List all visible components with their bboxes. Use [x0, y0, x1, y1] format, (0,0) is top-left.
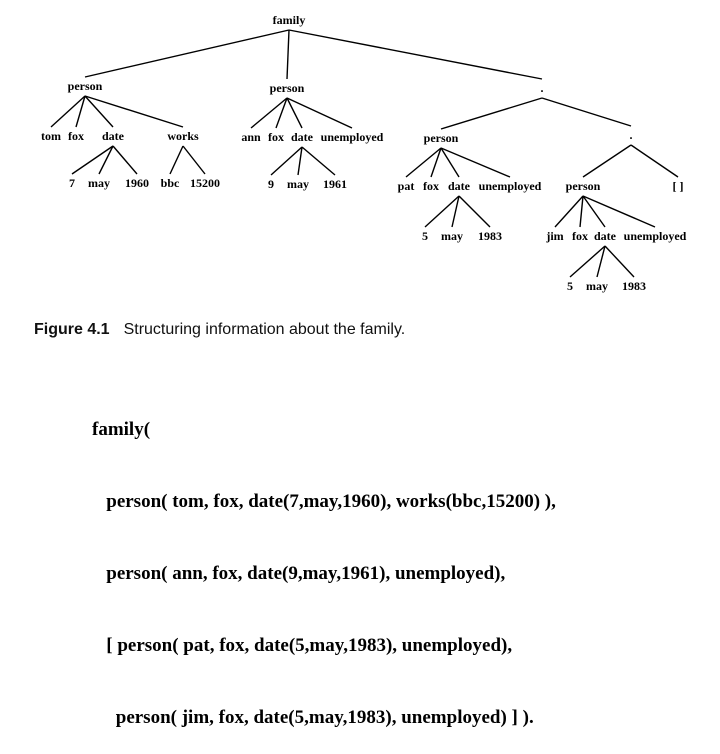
node-p3: person [424, 131, 459, 145]
node-d3b: may [441, 229, 463, 243]
edge-p1-date1 [84, 95, 114, 128]
edge-p1-fox1 [75, 95, 86, 128]
code-line-person-tom: person( tom, fox, date(7,may,1960), work… [92, 491, 556, 512]
node-jim: jim [545, 229, 563, 243]
edge-date3-d3c [458, 195, 491, 228]
node-dot1: . [541, 81, 544, 95]
edge-p2-unemp2 [286, 97, 353, 129]
edge-dot2-p4 [582, 144, 632, 178]
figure-label: Figure 4.1 [34, 321, 110, 338]
node-unemp3: unemployed [479, 179, 542, 193]
edge-p4-fox4 [579, 195, 584, 228]
node-pat: pat [398, 179, 415, 193]
edge-dot1-p3 [440, 97, 543, 130]
node-d1a: 7 [69, 176, 75, 190]
edge-works-bbc [169, 145, 184, 175]
node-d3a: 5 [422, 229, 428, 243]
edge-p2-fox2 [275, 97, 288, 129]
node-date4: date [594, 229, 617, 243]
node-d2a: 9 [268, 177, 274, 191]
node-fox4: fox [572, 229, 588, 243]
edge-date3-d3b [451, 195, 460, 228]
node-date1: date [102, 129, 125, 143]
edge-p3-pat [405, 147, 442, 178]
node-d2b: may [287, 177, 309, 191]
edge-p1-works [84, 95, 184, 128]
code-line-person-pat: [ person( pat, fox, date(5,may,1983), un… [92, 635, 513, 656]
edge-date1-d1c [112, 145, 138, 175]
node-unemp4: unemployed [624, 229, 687, 243]
node-works: works [167, 129, 199, 143]
edge-p2-date2 [286, 97, 303, 129]
edge-family-p2 [286, 29, 290, 80]
edge-date4-d4c [604, 245, 635, 278]
node-date2: date [291, 130, 314, 144]
node-d3c: 1983 [478, 229, 502, 243]
edge-works-sal [182, 145, 206, 175]
node-bbc: bbc [161, 176, 180, 190]
node-fox1: fox [68, 129, 84, 143]
edge-p3-date3 [440, 147, 460, 178]
edge-p4-unemp4 [582, 195, 656, 228]
edge-dot1-dot2 [541, 97, 632, 127]
edge-date2-d2c [301, 146, 336, 176]
node-family: family [273, 13, 306, 27]
code-line-person-jim: person( jim, fox, date(5,may,1983), unem… [92, 707, 534, 728]
edge-p2-ann [250, 97, 288, 129]
edge-date1-d1b [98, 145, 114, 175]
node-sal: 15200 [190, 176, 220, 190]
node-d4b: may [586, 279, 608, 293]
figure-caption-text: Structuring information about the family… [123, 321, 406, 338]
node-tom: tom [41, 129, 61, 143]
edge-date4-d4a [569, 245, 606, 278]
edge-family-p1 [84, 29, 290, 78]
node-fox3: fox [423, 179, 439, 193]
edge-p3-fox3 [430, 147, 442, 178]
prolog-term-listing: family( person( tom, fox, date(7,may,196… [92, 370, 556, 754]
edge-p4-date4 [582, 195, 606, 228]
tree-edges [50, 29, 679, 278]
node-d4a: 5 [567, 279, 573, 293]
edge-date4-d4b [596, 245, 606, 278]
node-d2c: 1961 [323, 177, 347, 191]
figure-caption: Figure 4.1 Structuring information about … [34, 321, 405, 339]
code-line-person-ann: person( ann, fox, date(9,may,1961), unem… [92, 563, 506, 584]
node-ann: ann [241, 130, 261, 144]
node-p4: person [566, 179, 601, 193]
node-p1: person [68, 79, 103, 93]
edge-p3-unemp3 [440, 147, 511, 178]
edge-p1-tom [50, 95, 86, 128]
node-fox2: fox [268, 130, 284, 144]
node-d4c: 1983 [622, 279, 646, 293]
edge-family-dot1 [288, 29, 543, 80]
node-dot2: . [630, 128, 633, 142]
edge-dot2-nil [630, 144, 679, 178]
node-d1b: may [88, 176, 110, 190]
edge-p4-jim [554, 195, 584, 228]
edge-date1-d1a [71, 145, 114, 175]
node-date3: date [448, 179, 471, 193]
node-unemp2: unemployed [321, 130, 384, 144]
edge-date3-d3a [424, 195, 460, 228]
edge-date2-d2a [270, 146, 303, 176]
node-p2: person [270, 81, 305, 95]
code-line-family: family( [92, 419, 151, 440]
edge-date2-d2b [297, 146, 303, 176]
node-nil: [ ] [673, 179, 684, 193]
node-d1c: 1960 [125, 176, 149, 190]
